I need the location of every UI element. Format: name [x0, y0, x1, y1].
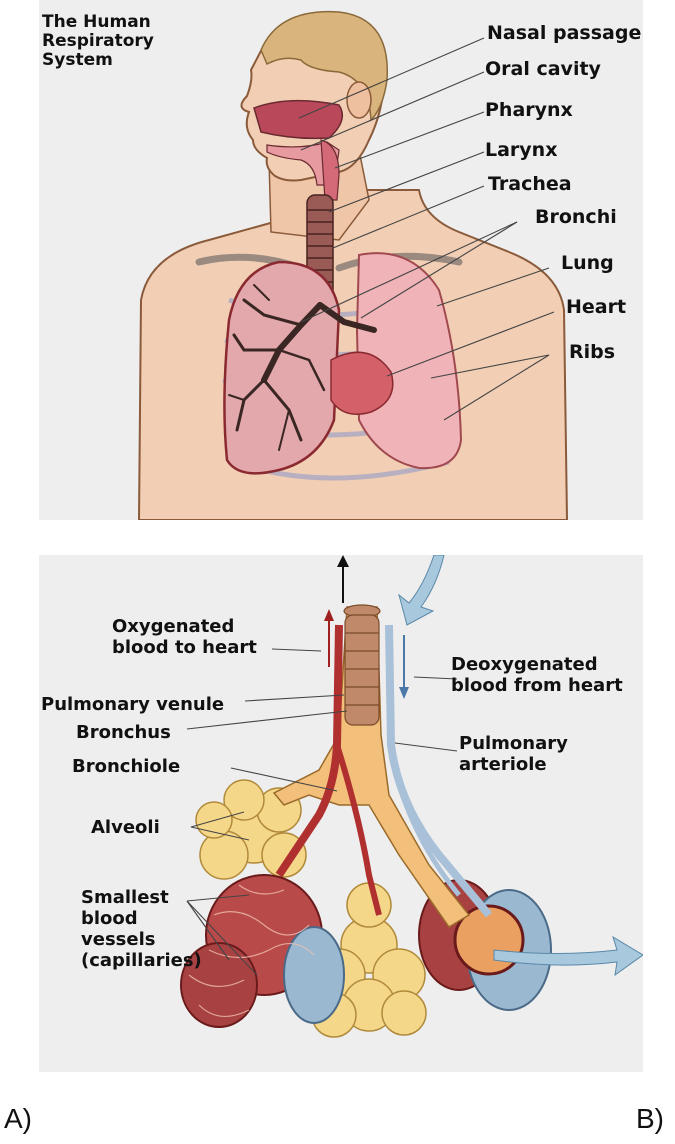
label-trachea: Trachea	[488, 174, 572, 194]
deoxygenated-line-1: Deoxygenated	[451, 654, 623, 675]
deoxygenated-line-2: blood from heart	[451, 675, 623, 696]
caption-b: B)	[636, 1103, 664, 1135]
capillaries-line-3: vessels	[81, 929, 202, 950]
capillaries-line-1: Smallest	[81, 887, 202, 908]
bronchus-rings	[344, 605, 380, 725]
label-lung: Lung	[561, 253, 614, 273]
ear-shape	[347, 82, 371, 118]
label-capillaries: Smallest blood vessels (capillaries)	[81, 887, 202, 971]
label-pulmonary-venule: Pulmonary venule	[41, 694, 224, 715]
label-pulmonary-arteriole: Pulmonary arteriole	[459, 733, 568, 775]
title-line-2: Respiratory	[42, 32, 154, 51]
title-line-1: The Human	[42, 13, 154, 32]
capillaries-line-2: blood	[81, 908, 202, 929]
oxygenated-line-1: Oxygenated	[112, 616, 257, 637]
diagram-title: The Human Respiratory System	[42, 13, 154, 70]
label-heart: Heart	[566, 297, 626, 317]
alveoli-diagram: Oxygenated blood to heart Deoxygenated b…	[39, 555, 643, 1072]
label-nasal-passage: Nasal passage	[487, 23, 641, 43]
oxygenated-line-2: blood to heart	[112, 637, 257, 658]
label-oral-cavity: Oral cavity	[485, 59, 601, 79]
label-bronchi: Bronchi	[535, 207, 617, 227]
label-bronchus: Bronchus	[76, 722, 171, 743]
label-deoxygenated-blood: Deoxygenated blood from heart	[451, 654, 623, 696]
label-oxygenated-blood: Oxygenated blood to heart	[112, 616, 257, 658]
nasal-cavity	[254, 101, 342, 139]
label-bronchiole: Bronchiole	[72, 756, 180, 777]
label-alveoli: Alveoli	[91, 817, 160, 838]
respiratory-system-diagram: The Human Respiratory System Nasal passa…	[39, 0, 643, 520]
capillaries-line-4: (capillaries)	[81, 950, 202, 971]
airflow-in-arrow	[399, 555, 444, 625]
title-line-3: System	[42, 51, 154, 70]
label-ribs: Ribs	[569, 342, 615, 362]
arteriole-line-1: Pulmonary	[459, 733, 568, 754]
label-pharynx: Pharynx	[485, 100, 573, 120]
label-larynx: Larynx	[485, 140, 557, 160]
arteriole-line-2: arteriole	[459, 754, 568, 775]
capillary-net-left	[181, 875, 344, 1027]
caption-a: A)	[4, 1103, 32, 1135]
